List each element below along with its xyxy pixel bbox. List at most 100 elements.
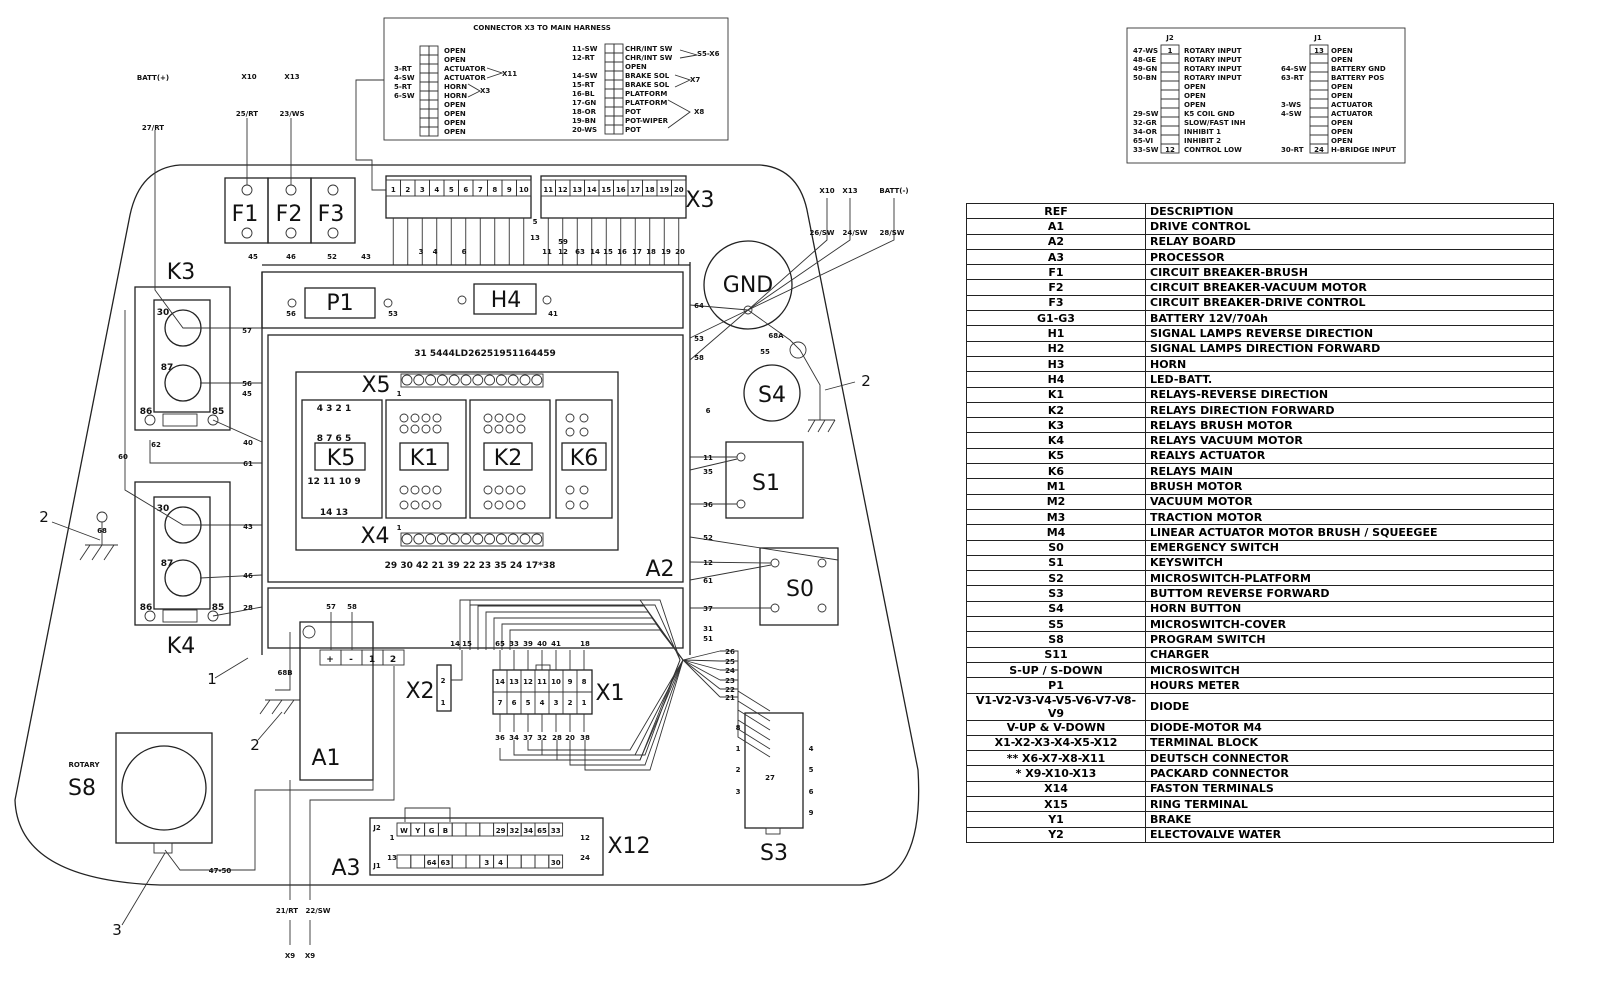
wire <box>527 659 684 751</box>
k5-pin-numbers: 12 11 10 9 <box>307 477 360 487</box>
wire-label: 37 <box>523 734 533 742</box>
wire-label: 28 <box>552 734 562 742</box>
terminal-number: 9 <box>507 186 512 194</box>
ref-cell: A3 <box>966 248 1146 266</box>
wire-label: 53 <box>388 310 398 318</box>
gnd-wires <box>689 198 895 361</box>
connector-pin-label: PLATFORM <box>625 90 667 98</box>
ref-cell: P1 <box>966 677 1146 694</box>
connector-pin-label: POT <box>625 108 641 116</box>
x1-pin: 3 <box>554 699 559 707</box>
relay-pin <box>579 413 589 423</box>
description-cell: RELAYS-REVERSE DIRECTION <box>1145 386 1554 403</box>
s3-pin: 1 <box>736 745 741 753</box>
a1-wires <box>164 612 395 945</box>
connector-cell <box>604 115 615 126</box>
wire-label: 18 <box>646 248 656 256</box>
wire-label: 24/SW <box>842 229 867 237</box>
x1-pin: 5 <box>526 699 531 707</box>
j-pin-label: ACTUATOR <box>1331 101 1373 109</box>
relay-pin <box>494 413 504 423</box>
component-label-x12: X12 <box>607 834 650 859</box>
wire-label: 45 <box>248 253 258 261</box>
x1-pin: 1 <box>582 699 587 707</box>
ref-cell: F3 <box>966 294 1146 312</box>
j-pin-cell <box>1160 98 1180 109</box>
connector-pin-label: ACTUATOR <box>444 65 486 73</box>
x1-pin: 8 <box>582 678 587 686</box>
x2-pin: 1 <box>441 699 446 707</box>
connector-cell <box>613 124 624 135</box>
wire-label: 46 <box>243 572 253 580</box>
terminal-pin <box>531 533 543 545</box>
terminal-pin <box>436 533 448 545</box>
terminal-pin <box>484 533 496 545</box>
wire-label: 1 <box>207 670 217 688</box>
j-pin-number: 12 <box>1165 146 1175 154</box>
description-cell: CHARGER <box>1145 646 1554 663</box>
j-pin-cell <box>1160 125 1180 136</box>
wire-label: 5 <box>533 218 538 226</box>
wire <box>477 605 684 661</box>
connector-pin-label: POT-WIPER <box>625 117 669 125</box>
x1-x2-wires <box>451 599 681 761</box>
j-pin-cell <box>1160 116 1180 127</box>
wire-label: 46 <box>286 253 296 261</box>
relay-pin <box>410 424 420 434</box>
terminal-number: 20 <box>674 186 684 194</box>
connector-pin-label: BRAKE SOL <box>625 72 670 80</box>
wire-label: 27/RT <box>142 124 164 132</box>
component-label-x1: X1 <box>595 681 624 706</box>
j-wire-label: 34-OR <box>1133 128 1158 136</box>
ref-cell: H3 <box>966 355 1146 373</box>
a3-pin-label: 63 <box>441 859 451 867</box>
relay-pin-label: 87 <box>161 559 174 569</box>
terminal-pin <box>507 533 519 545</box>
connector-x3-title: CONNECTOR X3 TO MAIN HARNESS <box>473 24 611 32</box>
component-label-gnd: GND <box>723 273 773 298</box>
upper-panel <box>261 271 684 329</box>
a3-pin-label: 30 <box>551 859 561 867</box>
j-pin-cell <box>1160 71 1180 82</box>
connector-cell <box>604 88 615 99</box>
wire-label: 23 <box>725 677 735 685</box>
ref-cell: S5 <box>966 616 1146 633</box>
j-wire-label: 64-SW <box>1281 65 1307 73</box>
wire-label: 15 <box>462 640 472 648</box>
relay-pin <box>565 485 575 495</box>
relay-pin <box>399 500 409 510</box>
relay-pin <box>399 413 409 423</box>
terminal-pin <box>413 374 425 386</box>
ref-cell: V1-V2-V3-V4-V5-V6-V7-V8-V9 <box>966 692 1146 721</box>
a3-pin-cell <box>465 822 481 837</box>
relay-pin <box>505 424 515 434</box>
relay-pin <box>494 500 504 510</box>
wire <box>569 659 684 766</box>
connector-pin-label: OPEN <box>444 47 466 55</box>
description-cell: PROCESSOR <box>1145 248 1554 266</box>
component-label-k4: K4 <box>167 634 195 659</box>
x1-pin: 12 <box>523 678 533 686</box>
wire <box>355 79 386 191</box>
ground-symbol-68b <box>257 625 316 741</box>
j-pin-label: OPEN <box>1331 83 1353 91</box>
wire-label: 41 <box>551 640 561 648</box>
description-cell: FASTON TERMINALS <box>1145 780 1554 797</box>
s3-pin: 5 <box>809 766 814 774</box>
connector-cell <box>428 99 439 110</box>
x1-pin: 9 <box>568 678 573 686</box>
j-pin-label: BATTERY GND <box>1331 65 1386 73</box>
description-cell: DRIVE CONTROL <box>1145 218 1554 235</box>
wire-label: 58 <box>347 603 357 611</box>
ground-symbol-left <box>51 511 118 561</box>
connector-group-label: S5-X6 <box>697 50 720 58</box>
s3-pin: 3 <box>736 788 741 796</box>
p1-hours-meter <box>304 287 376 319</box>
wire-label: 52 <box>703 534 713 542</box>
connector-wire-label: 5-RT <box>394 83 412 91</box>
